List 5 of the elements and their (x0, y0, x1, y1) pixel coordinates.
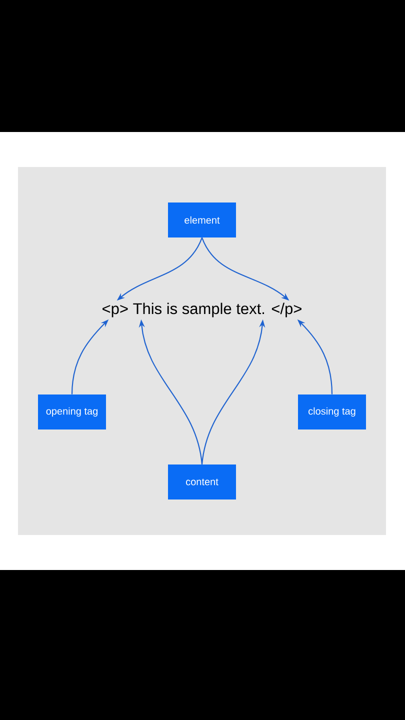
label-box: content (168, 464, 236, 500)
label-box: opening tag (38, 394, 106, 430)
label-box: element (168, 202, 236, 238)
code-text: <p> This is sample text. </p> (102, 302, 302, 318)
label-box: closing tag (298, 394, 366, 430)
